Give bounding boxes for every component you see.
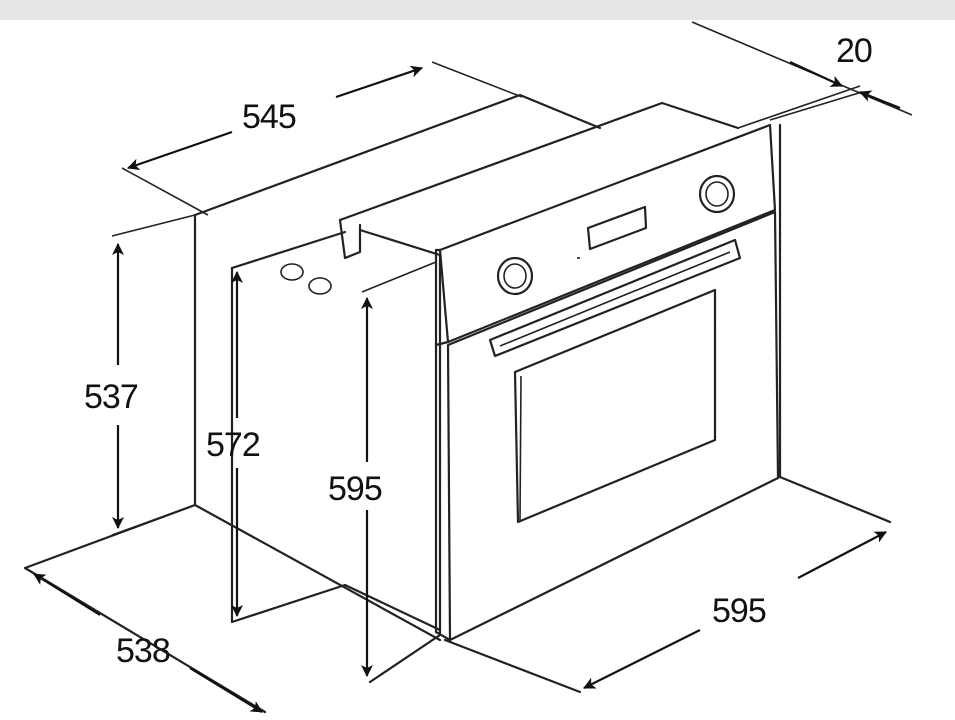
top-bar [0,0,955,20]
dim-595-height: 595 [328,261,437,677]
niche-floor-right-front [443,638,582,694]
door-window [513,288,717,524]
oven-side-panel [358,228,442,684]
front-left-edge [434,343,452,642]
control-knob-left [496,256,534,296]
rear-vent-slot-1 [280,263,304,281]
dim-595-height-label: 595 [328,470,382,508]
rear-vent-slot-2 [308,277,332,295]
oven-front [434,123,780,642]
dim-545: 545 [121,61,523,216]
dim-545-label: 545 [242,98,296,136]
control-knob-right [698,174,736,214]
dim-595-width-label: 595 [712,592,766,630]
oven-front-frame [446,210,780,642]
door-handle [488,238,742,358]
dim-20: 20 [691,21,913,129]
oven-body [230,101,740,684]
dim-537-label: 537 [84,378,138,416]
niche-floor-back [193,503,442,642]
dim-20-label: 20 [836,32,872,70]
oven-body-step [338,218,362,260]
niche-floor-right [778,475,892,524]
oven-body-back-top [230,230,347,270]
dim-595-width: 595 [583,531,887,689]
door-window-inner [519,375,522,521]
control-panel-face [438,123,777,344]
dim-538-label: 538 [116,632,170,670]
dim-572-label: 572 [206,426,260,464]
dim-537: 537 [84,214,196,536]
niche-top-back-edge [193,93,602,217]
oven-side-bottom [343,583,442,632]
rear-vent [280,263,332,295]
oven-body-top [338,101,740,222]
control-panel-top-edge [434,248,450,347]
oven-body-back-left [230,266,347,624]
dim-538: 538 [33,573,263,713]
display-window [586,205,648,251]
dim-572: 572 [206,271,261,617]
cabinet-niche [23,93,892,714]
